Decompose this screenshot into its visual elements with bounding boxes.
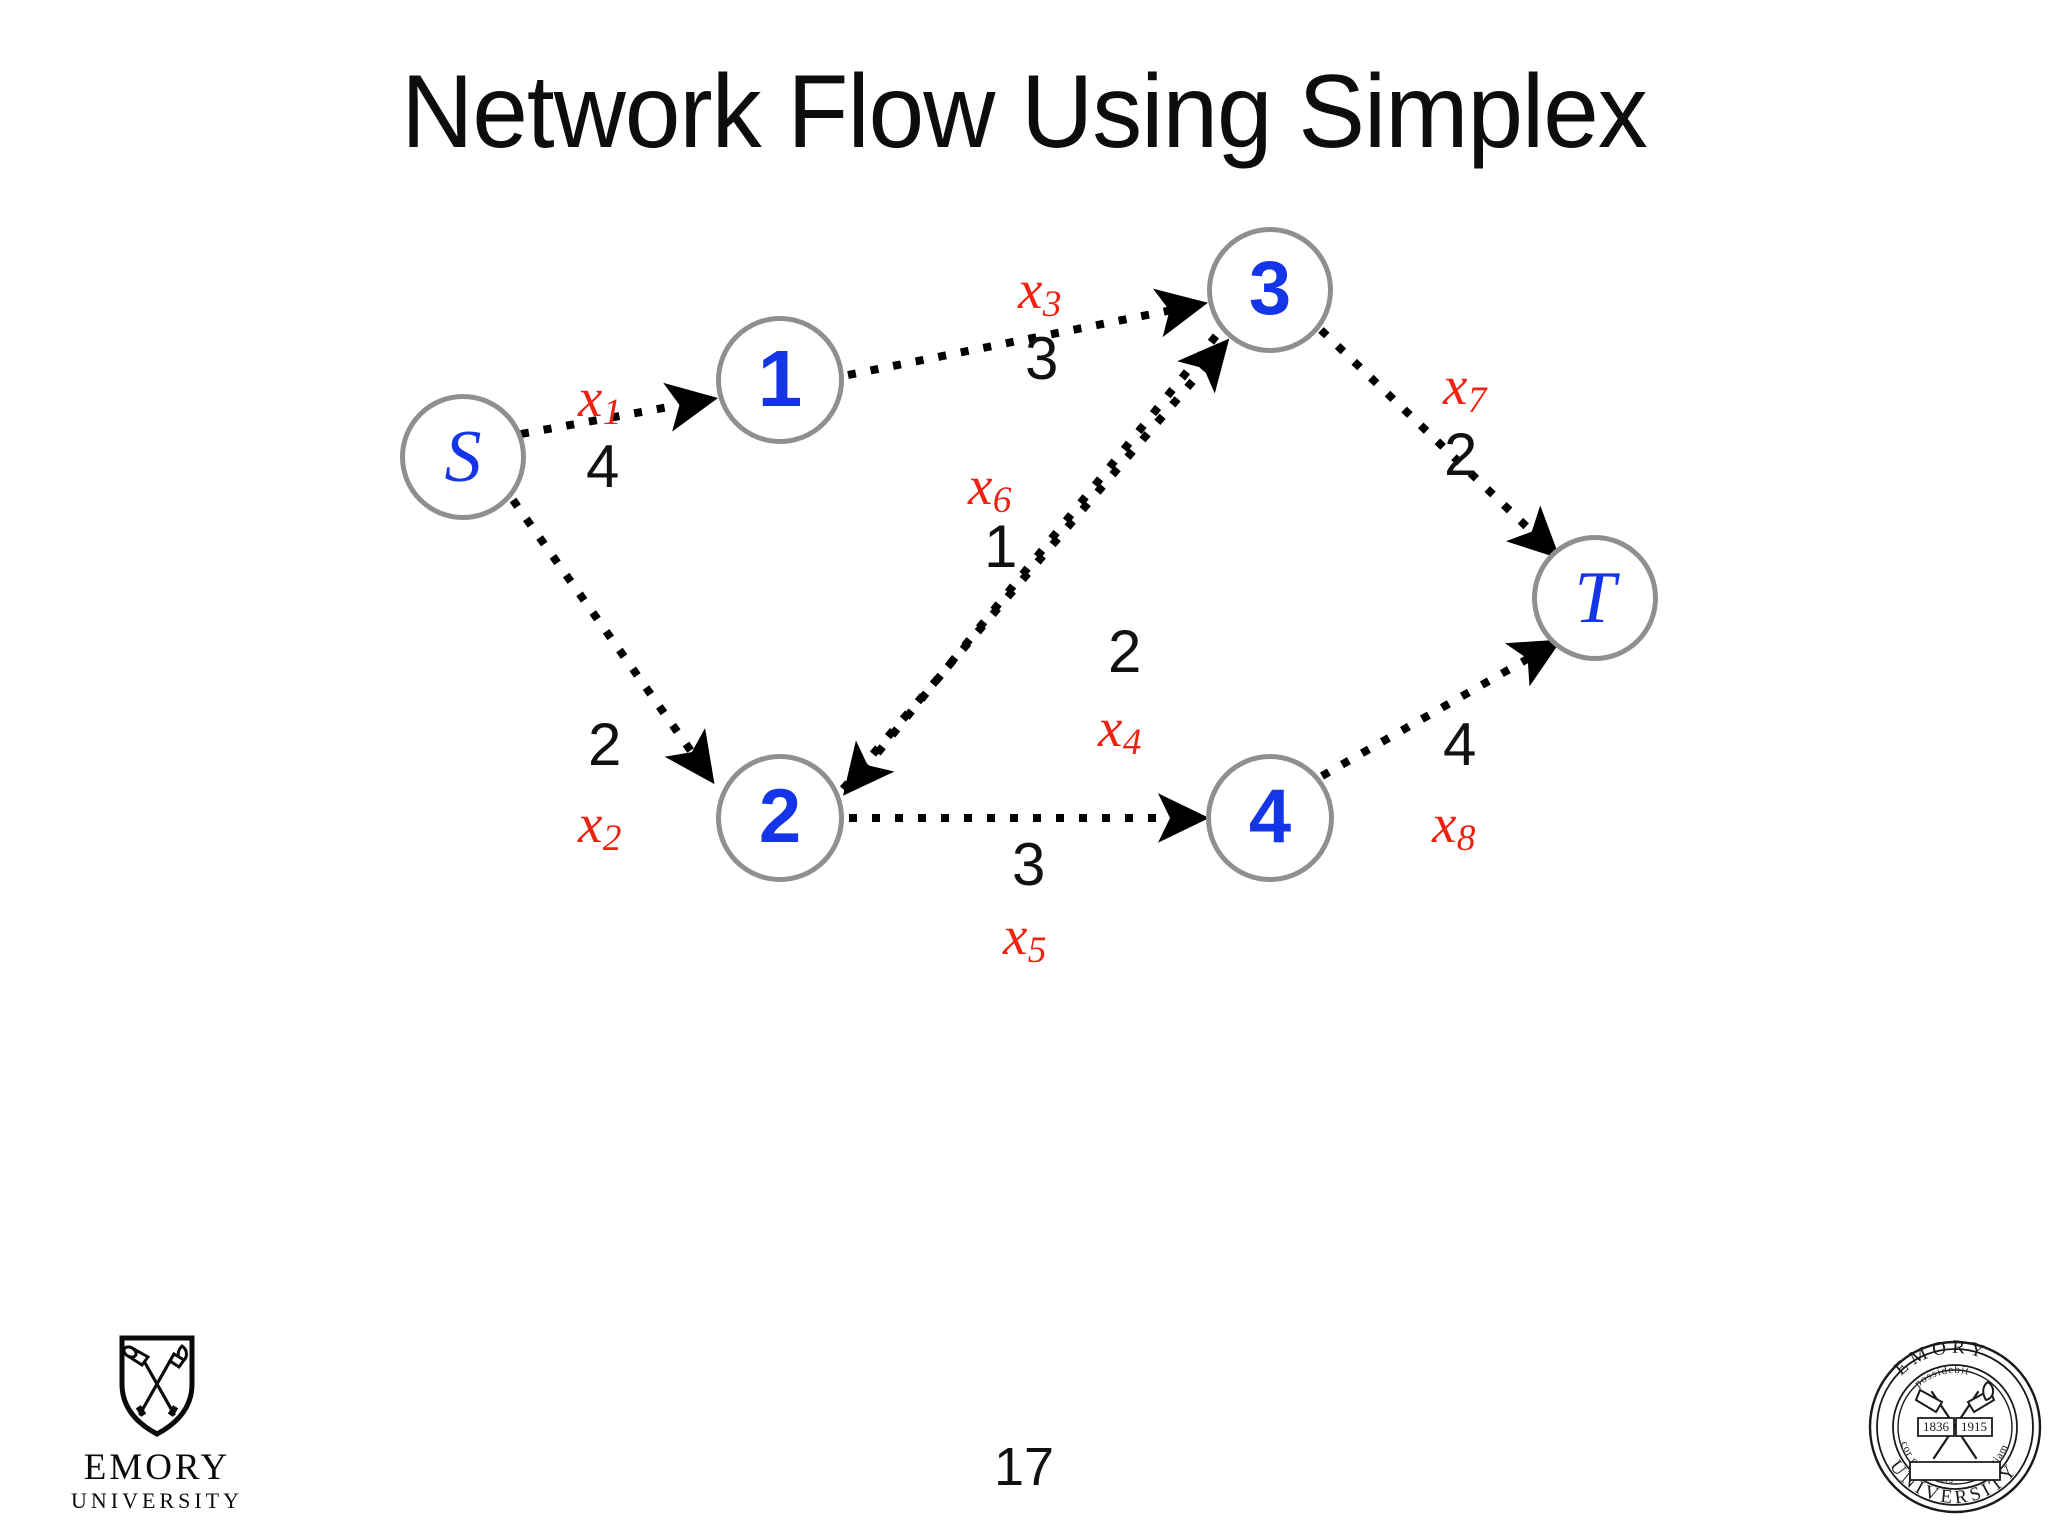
edge-label-x3: x3 (1018, 259, 1061, 323)
graph-node-4-label: 4 (1248, 774, 1292, 859)
page-number: 17 (993, 1437, 1055, 1497)
edge-capacity-x3: 3 (1025, 325, 1059, 392)
edge-3-t (1318, 327, 1561, 559)
emory-seal-icon: EMORY UNIVERSITY possidebit cor prudenti… (1868, 1337, 2042, 1514)
emory-shield-icon (119, 1335, 195, 1437)
graph-node-1-label: 1 (757, 334, 803, 423)
edge-capacity-x1: 4 (586, 433, 620, 500)
edge-label-x1-sub: 1 (602, 392, 622, 434)
emory-university-seal: EMORY UNIVERSITY possidebit cor prudenti… (1862, 1330, 2048, 1520)
edge-capacity-x6: 1 (984, 513, 1018, 580)
graph-node-2[interactable]: 2 (716, 754, 844, 882)
graph-node-1[interactable]: 1 (716, 316, 844, 444)
graph-node-t[interactable]: T (1532, 535, 1658, 661)
edge-label-x5-sub: 5 (1027, 930, 1047, 972)
edge-label-x6-var: x (968, 455, 993, 516)
edge-capacity-x7: 2 (1444, 421, 1478, 488)
edge-label-x3-var: x (1018, 259, 1043, 320)
graph-node-t-label: T (1574, 557, 1616, 639)
page-title: Network Flow Using Simplex (401, 54, 1648, 170)
edge-label-x2-var: x (578, 793, 603, 854)
edge-capacity-x8: 4 (1443, 711, 1477, 778)
edge-label-x7-var: x (1443, 355, 1468, 416)
edge-label-x2-sub: 2 (602, 818, 622, 860)
edge-2-3 (839, 338, 1230, 792)
edge-label-x4: x4 (1098, 697, 1141, 761)
edge-label-x8-var: x (1432, 793, 1457, 854)
edge-label-x1-var: x (578, 367, 603, 428)
edge-label-x8: x8 (1432, 793, 1475, 857)
edge-label-x5: x5 (1003, 905, 1046, 969)
emory-university-logo: EMORY UNIVERSITY (62, 1332, 252, 1517)
edge-4-t (1320, 639, 1562, 780)
edge-label-x6-sub: 6 (992, 480, 1012, 522)
edge-label-x4-var: x (1098, 697, 1123, 758)
graph-node-s-label: S (444, 416, 482, 498)
edge-capacity-x2: 2 (588, 711, 622, 778)
edge-label-x3-sub: 3 (1042, 284, 1062, 326)
graph-node-3[interactable]: 3 (1207, 227, 1333, 353)
edge-3-2 (842, 333, 1220, 796)
edge-capacity-x4: 2 (1108, 618, 1142, 685)
edge-label-x8-sub: 8 (1456, 818, 1476, 860)
edge-label-x7: x7 (1443, 355, 1486, 419)
seal-year-left: 1836 (1923, 1419, 1950, 1434)
edge-label-x6: x6 (968, 455, 1011, 519)
edge-capacity-x5: 3 (1012, 831, 1046, 898)
graph-node-3-label: 3 (1248, 246, 1292, 331)
graph-node-2-label: 2 (758, 774, 802, 859)
seal-year-right: 1915 (1961, 1419, 1987, 1434)
graph-node-s[interactable]: S (400, 394, 526, 520)
emory-logo-line1: EMORY (83, 1447, 231, 1488)
edge-label-x1: x1 (578, 367, 621, 431)
edge-s-1 (520, 382, 719, 438)
graph-node-4[interactable]: 4 (1206, 754, 1334, 882)
edge-s-2 (509, 497, 715, 785)
edge-label-x5-var: x (1003, 905, 1028, 966)
edge-label-x7-sub: 7 (1467, 380, 1487, 422)
edge-label-x2: x2 (578, 793, 621, 857)
emory-logo-line2: UNIVERSITY (71, 1487, 243, 1513)
edge-label-x4-sub: 4 (1122, 722, 1142, 764)
